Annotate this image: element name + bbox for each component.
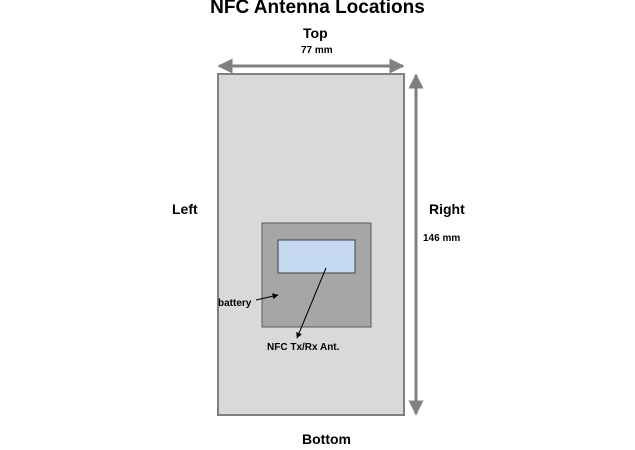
width-dimension-label: 77 mm	[301, 45, 333, 56]
right-side-label: Right	[429, 201, 465, 217]
nfc-antenna-pointer-arrow	[296, 267, 327, 339]
nfc-antenna-label: NFC Tx/Rx Ant.	[267, 342, 340, 353]
battery-block	[261, 222, 372, 328]
nfc-antenna-block	[277, 239, 356, 274]
bottom-side-label: Bottom	[302, 431, 351, 447]
height-dimension-label: 146 mm	[423, 233, 461, 244]
left-side-label: Left	[172, 201, 198, 217]
top-side-label: Top	[303, 25, 328, 41]
battery-label: battery	[218, 298, 252, 309]
battery-pointer-arrow	[255, 293, 279, 301]
page-title: NFC Antenna Locations	[210, 0, 425, 18]
